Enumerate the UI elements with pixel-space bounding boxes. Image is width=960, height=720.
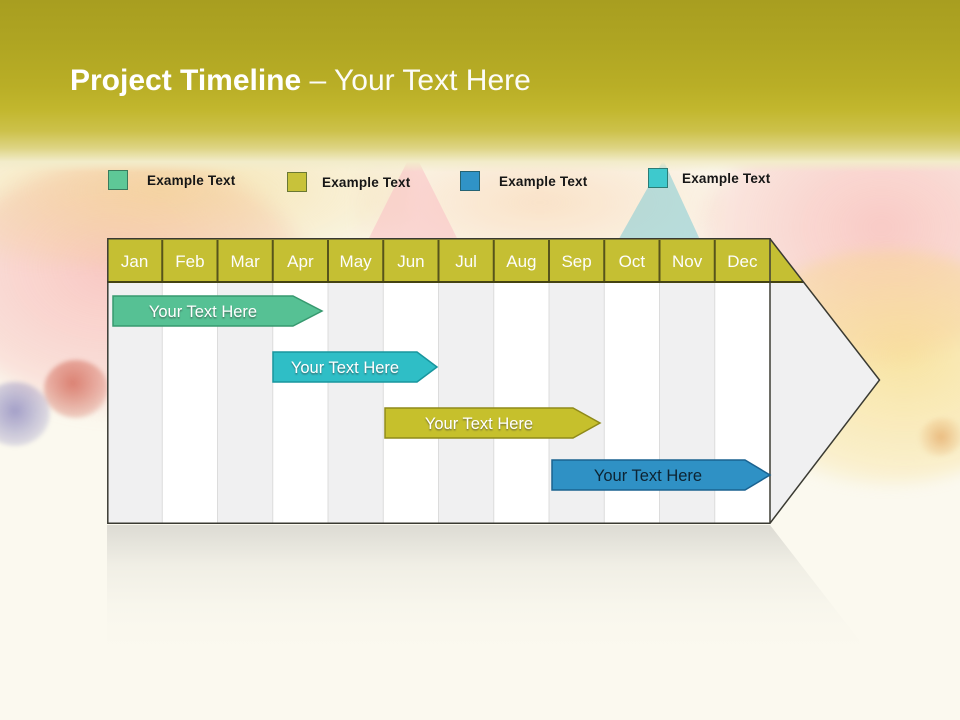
legend-swatch-olive: [287, 172, 307, 192]
month-label-jun: Jun: [397, 252, 424, 271]
chart-reflection: [107, 525, 880, 667]
month-label-dec: Dec: [727, 252, 758, 271]
gantt-bar-4-label: Your Text Here: [594, 467, 702, 485]
legend-item-3: Example Text: [460, 170, 587, 192]
month-labels: Jan Feb Mar Apr May Jun Jul Aug Sep Oct …: [121, 252, 758, 271]
chart-outline: [107, 238, 881, 524]
legend-swatch-green: [108, 170, 128, 190]
month-header: [108, 239, 804, 282]
gantt-bar-1: [112, 295, 324, 327]
slide-title-main: Project Timeline: [70, 64, 302, 97]
gantt-bar-3: [384, 407, 602, 439]
month-label-jan: Jan: [121, 252, 148, 271]
month-header-separators: [161, 240, 716, 282]
legend-item-1: Example Text: [108, 169, 235, 191]
title-band: [0, 0, 960, 172]
gantt-bar-4: [551, 459, 772, 491]
legend-swatch-cyan: [648, 168, 668, 188]
slide-title: Project Timeline – Your Text Here: [70, 62, 531, 100]
gantt-bar-3-label: Your Text Here: [425, 415, 533, 433]
month-label-may: May: [340, 252, 373, 271]
month-label-apr: Apr: [287, 252, 314, 271]
column-stripe: [438, 282, 494, 523]
gantt-bar-2-label: Your Text Here: [291, 359, 399, 377]
gantt-bar-2: [272, 351, 439, 383]
legend-label-3: Example Text: [499, 173, 588, 189]
month-label-feb: Feb: [175, 252, 204, 271]
legend-item-4: Example Text: [648, 167, 770, 189]
month-label-jul: Jul: [455, 252, 477, 271]
legend-label-1: Example Text: [147, 172, 236, 188]
balloon-red-small: [44, 360, 108, 418]
month-label-nov: Nov: [672, 252, 703, 271]
month-label-oct: Oct: [619, 252, 646, 271]
arrow-tip-area: [770, 282, 880, 523]
legend-item-2: Example Text: [287, 171, 410, 193]
slide-title-sub: – Your Text Here: [301, 64, 531, 97]
legend-label-2: Example Text: [322, 174, 411, 190]
gantt-bar-1-label: Your Text Here: [149, 303, 257, 321]
balloon-blue-small: [0, 382, 50, 446]
slide-title-sub-text: – Your Text Here: [309, 64, 531, 97]
balloon-knot: [913, 411, 960, 463]
legend-swatch-blue: [460, 171, 480, 191]
column-stripe: [328, 282, 384, 523]
month-label-sep: Sep: [561, 252, 591, 271]
month-label-aug: Aug: [506, 252, 536, 271]
month-label-mar: Mar: [230, 252, 260, 271]
legend-label-4: Example Text: [682, 170, 771, 186]
timeline-chart: Jan Feb Mar Apr May Jun Jul Aug Sep Oct …: [107, 238, 881, 524]
